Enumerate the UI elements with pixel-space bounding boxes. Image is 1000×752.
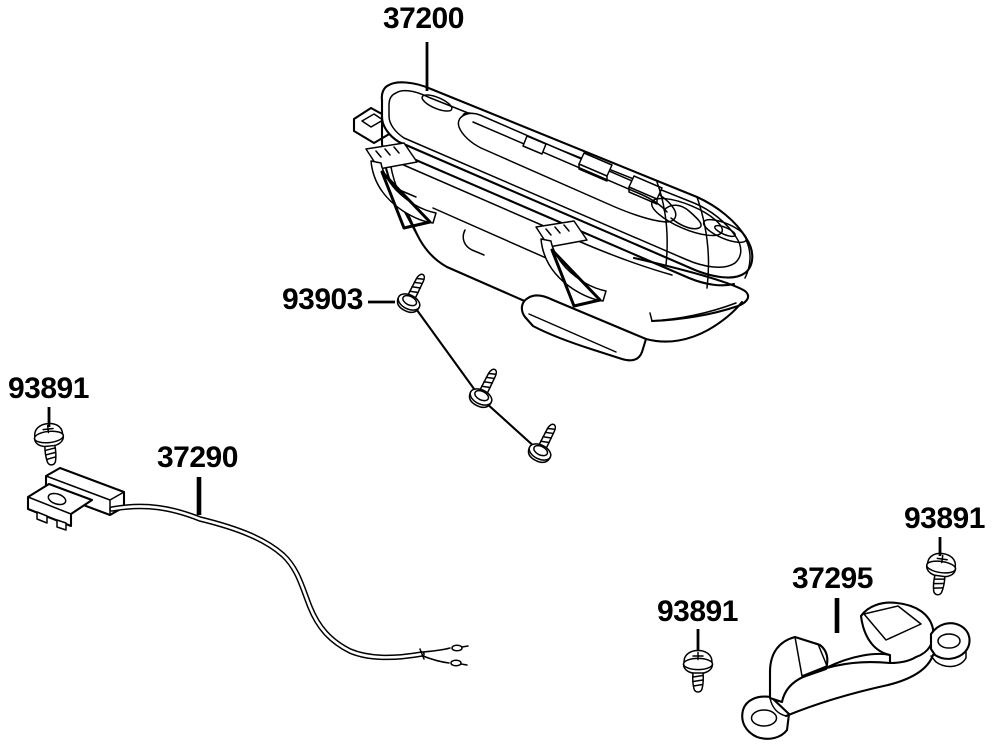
meter-bottom-flange	[632, 256, 750, 323]
cable-terminal-lower	[450, 659, 462, 667]
part-label-37290: 37290	[157, 441, 238, 474]
sensor-with-cable-drawing	[26, 466, 469, 667]
tapping-screw-1	[393, 268, 434, 317]
meter-bracket-drawing	[741, 601, 971, 740]
meter-left-clip	[365, 142, 437, 230]
washer-screw-bottom	[682, 649, 714, 693]
washer-screw-left	[32, 421, 67, 468]
bracket-hole-right	[937, 633, 961, 649]
part-label-37295: 37295	[792, 562, 873, 595]
cable-terminal-upper	[451, 644, 463, 652]
meter-center-clip	[535, 220, 607, 308]
sensor-plate-hole	[47, 492, 67, 506]
sensor-cable	[109, 503, 469, 667]
part-label-93891-left: 93891	[8, 372, 89, 405]
bracket-right-boss	[859, 601, 935, 665]
part-label-93891-right: 93891	[904, 502, 985, 535]
part-label-93903: 93903	[282, 283, 363, 316]
bracket-left-boss	[768, 635, 829, 717]
tapping-screws-93903	[393, 268, 565, 467]
part-label-37200: 37200	[383, 2, 464, 35]
washer-screw-right	[922, 550, 959, 598]
meter-buttons	[578, 152, 663, 205]
leader-lines	[47, 42, 942, 650]
meter-connector-tab	[520, 294, 648, 362]
part-label-93891-bottom: 93891	[657, 595, 738, 628]
bracket-hole-left	[750, 709, 778, 727]
meter-assembly-drawing	[352, 81, 754, 362]
